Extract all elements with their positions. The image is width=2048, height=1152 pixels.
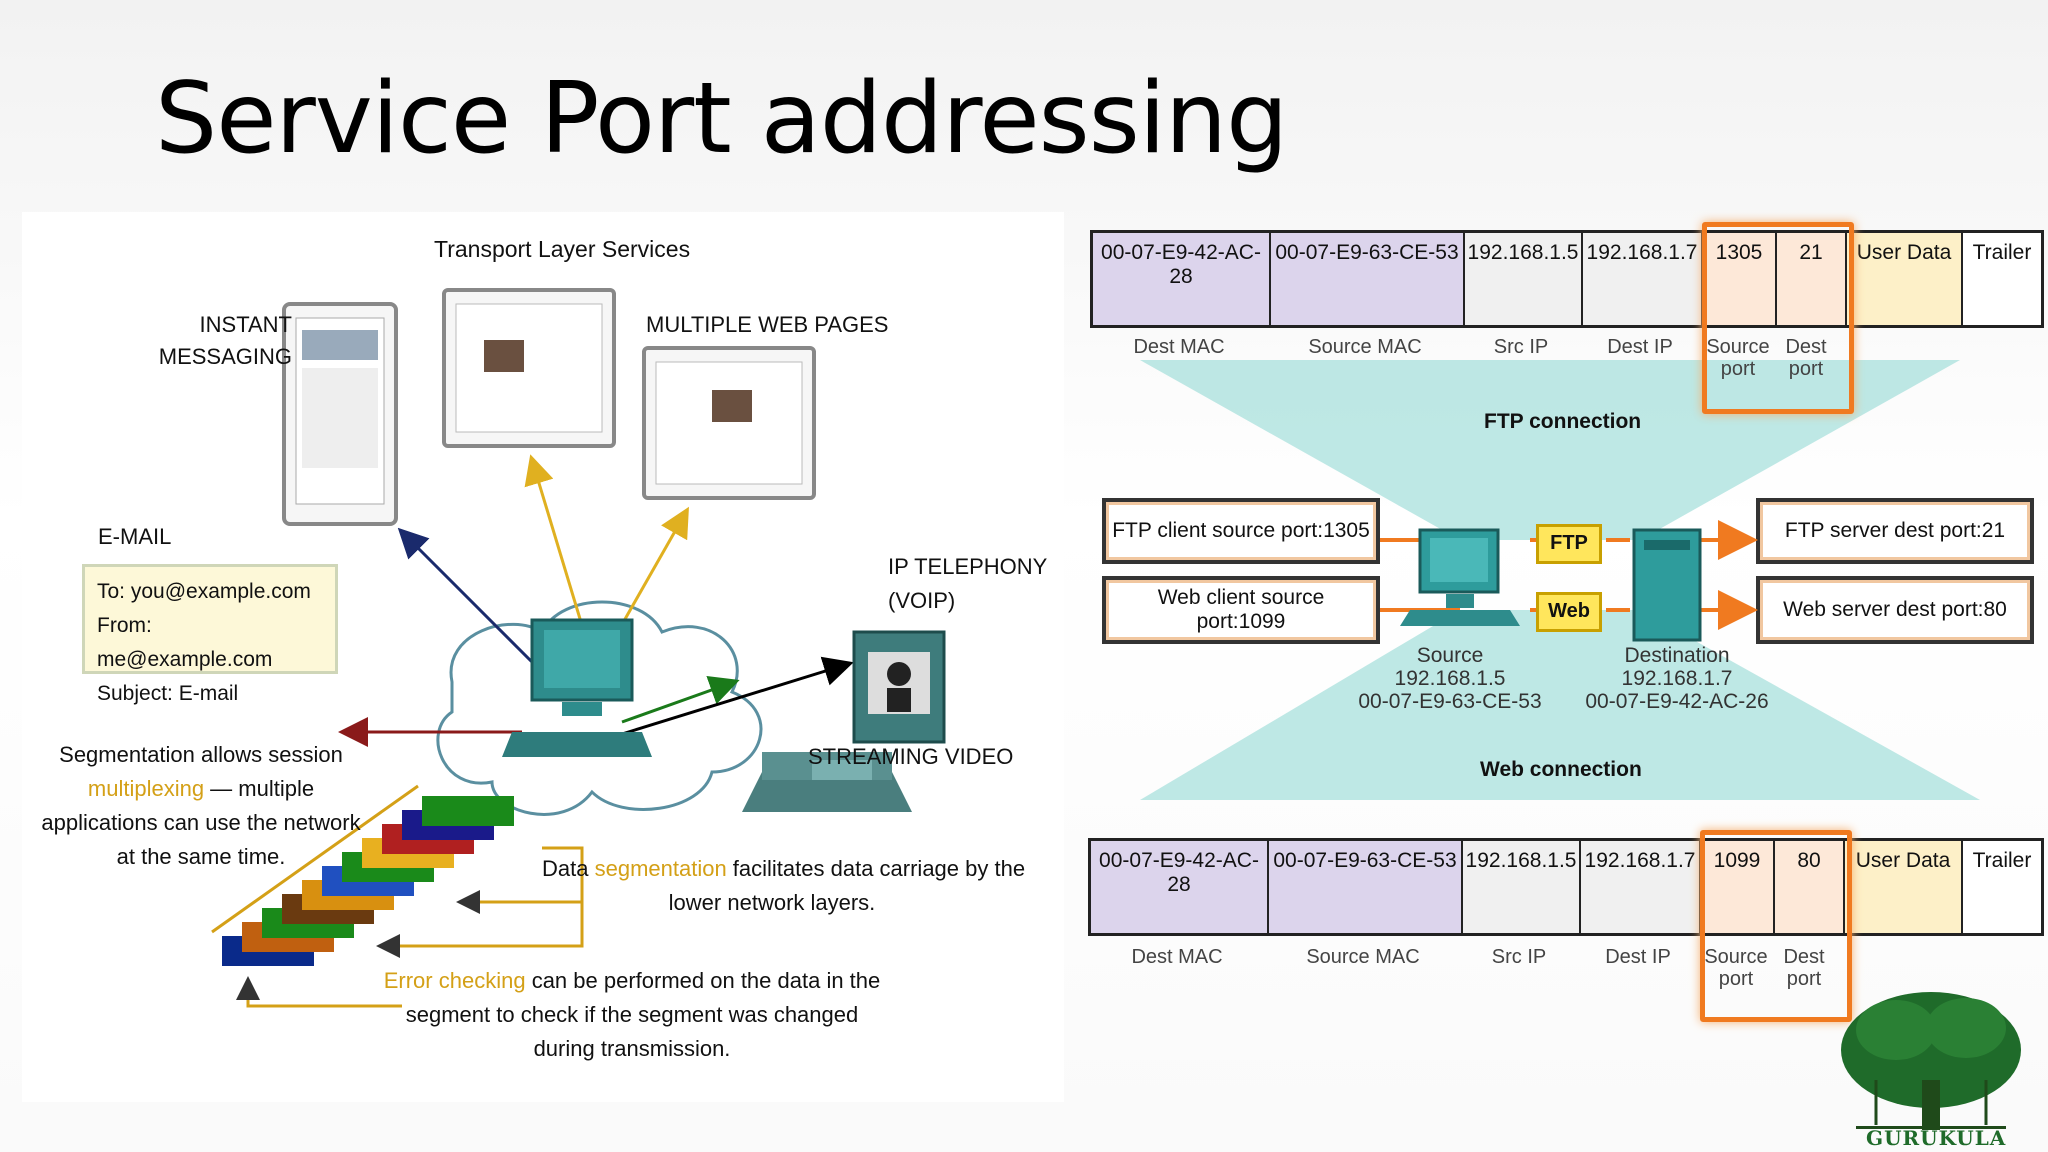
error-checking-note: Error checking can be performed on the d…: [382, 964, 882, 1066]
gurukula-tree-logo: [1841, 992, 2021, 1130]
web-tag: Web: [1536, 592, 1602, 632]
ftp-caption-dest-mac: Dest MAC: [1133, 336, 1225, 358]
ip-telephony-label: IP TELEPHONY: [888, 554, 1048, 579]
streaming-video-label: STREAMING VIDEO: [808, 744, 1014, 769]
web-caption-dest-mac: Dest MAC: [1131, 946, 1223, 968]
ftp-connection-label: FTP connection: [1484, 410, 1642, 433]
destination-label: Destination: [1624, 644, 1730, 667]
arrow-instant-messaging: [397, 527, 544, 674]
ftp-dest-ip: 192.168.1.7: [1583, 233, 1703, 325]
instant-messaging-device-icon: [282, 302, 398, 526]
destination-mac: 00-07-E9-42-AC-26: [1585, 690, 1769, 713]
ftp-dest-mac: 00-07-E9-42-AC-28: [1093, 233, 1271, 325]
data-segments-stack: [211, 784, 584, 1008]
segmentation-term: segmentation: [594, 856, 727, 881]
web-src-ip: 192.168.1.5: [1463, 841, 1581, 933]
ftp-src-ip: 192.168.1.5: [1465, 233, 1583, 325]
ftp-source-port: 1305: [1703, 233, 1777, 325]
data-segmentation-line-1: Data segmentation facilitates data carri…: [542, 856, 1026, 881]
connection-arrows: [1380, 520, 1758, 642]
email-subject: Subject: E-mail: [97, 682, 239, 705]
destination-server-icon: [1632, 528, 1702, 642]
ftp-port-highlight: [1702, 222, 1854, 414]
web-dest-port: 80: [1775, 841, 1845, 933]
voip-label: (VOIP): [888, 588, 956, 613]
web-funnel: [1140, 610, 1980, 800]
destination-info: Destination 192.168.1.7 00-07-E9-42-AC-2…: [1566, 644, 1788, 713]
email-to: To: you@example.com: [97, 580, 311, 603]
error-checking-line-1: Error checking can be performed on the d…: [383, 968, 881, 993]
ftp-caption-src-ip: Src IP: [1493, 336, 1549, 358]
arrow-streaming-video-upper: [621, 656, 854, 736]
source-info: Source 192.168.1.5 00-07-E9-63-CE-53: [1340, 644, 1560, 713]
source-computer-icon: [1400, 528, 1520, 626]
web-trailer: Trailer: [1972, 849, 2032, 872]
diagram-graphics: [211, 288, 946, 1008]
transport-layer-services-diagram: Transport Layer Services INSTANT MESSAGI…: [22, 212, 1064, 1102]
web-source-mac: 00-07-E9-63-CE-53: [1269, 841, 1463, 933]
web-source-port: 1099: [1701, 841, 1775, 933]
ftp-caption-dest-ip: Dest IP: [1607, 336, 1673, 358]
segmentation-line-4: at the same time.: [116, 844, 286, 869]
ftp-caption-dest-port: Dest port: [1785, 336, 1827, 380]
web-caption-dest-port: Dest port: [1783, 946, 1825, 990]
instant-messaging-label-1: INSTANT: [199, 312, 292, 337]
web-server-box: Web server dest port:80: [1756, 576, 2034, 644]
error-checking-term: Error checking: [383, 968, 526, 993]
email-from: From: me@example.com: [97, 614, 273, 671]
segmentation-note: Segmentation allows session multiplexing…: [36, 738, 366, 874]
streaming-video-icon: [852, 630, 946, 744]
ftp-server-box: FTP server dest port:21: [1756, 498, 2034, 564]
ftp-frame: 00-07-E9-42-AC-28 00-07-E9-63-CE-53 192.…: [1090, 230, 2044, 328]
web-dest-ip: 192.168.1.7: [1581, 841, 1701, 933]
slide-title: Service Port addressing: [155, 62, 1288, 176]
email-label: E-MAIL: [98, 524, 172, 549]
segmentation-line-3: applications can use the network: [41, 810, 361, 835]
web-port-highlight: [1700, 830, 1852, 1022]
ip-phone-icon: [742, 752, 912, 812]
web-connection-label: Web connection: [1480, 758, 1642, 781]
source-ip: 192.168.1.5: [1394, 667, 1506, 690]
arrow-ip-telephony: [621, 675, 740, 724]
segmentation-line-1: Segmentation allows session: [59, 742, 343, 767]
web-user-data: User Data: [1845, 841, 1963, 933]
web-caption-source-port: Source port: [1704, 946, 1768, 990]
web-dest-mac: 00-07-E9-42-AC-28: [1091, 841, 1269, 933]
data-segmentation-note: Data segmentation facilitates data carri…: [542, 852, 1026, 920]
desktop-computer-icon: [502, 618, 652, 757]
web-caption-src-ip: Src IP: [1491, 946, 1547, 968]
web-page-icon: [642, 346, 816, 500]
source-label: Source: [1416, 644, 1484, 667]
gurukula-logo-text: GURUKULA: [1866, 1126, 2007, 1150]
web-frame: 00-07-E9-42-AC-28 00-07-E9-63-CE-53 192.…: [1088, 838, 2044, 936]
multiplexing-term: multiplexing: [87, 776, 205, 801]
connection-funnels: [1140, 360, 1980, 800]
email-message-box: To: you@example.com From: me@example.com…: [82, 564, 338, 705]
source-mac: 00-07-E9-63-CE-53: [1358, 690, 1542, 713]
web-client-box: Web client source port:1099: [1102, 576, 1380, 644]
destination-ip: 192.168.1.7: [1621, 667, 1733, 690]
instant-messaging-label-2: MESSAGING: [158, 344, 292, 369]
ftp-caption-source-port: Source port: [1706, 336, 1770, 380]
error-checking-line-3: during transmission.: [533, 1036, 731, 1061]
ftp-funnel: [1140, 360, 1960, 540]
segmentation-line-2-rest: — multiple: [204, 776, 315, 801]
error-checking-line-2: segment to check if the segment was chan…: [405, 1002, 859, 1027]
ftp-tag: FTP: [1536, 524, 1602, 564]
ftp-caption-source-mac: Source MAC: [1308, 336, 1422, 358]
ftp-client-box: FTP client source port:1305: [1102, 498, 1380, 564]
ftp-dest-port: 21: [1777, 233, 1847, 325]
data-segmentation-line-2: lower network layers.: [668, 890, 876, 915]
web-caption-source-mac: Source MAC: [1306, 946, 1420, 968]
arrow-web-page-1: [524, 454, 589, 643]
transport-layer-heading: Transport Layer Services: [434, 236, 691, 262]
web-caption-dest-ip: Dest IP: [1605, 946, 1671, 968]
web-pages-label: MULTIPLE WEB PAGES: [646, 312, 889, 337]
web-page-icon: [442, 288, 616, 448]
segmentation-line-2: multiplexing — multiple: [36, 772, 366, 806]
ftp-user-data: User Data: [1847, 233, 1963, 325]
ftp-source-mac: 00-07-E9-63-CE-53: [1271, 233, 1465, 325]
ftp-trailer: Trailer: [1972, 241, 2032, 264]
